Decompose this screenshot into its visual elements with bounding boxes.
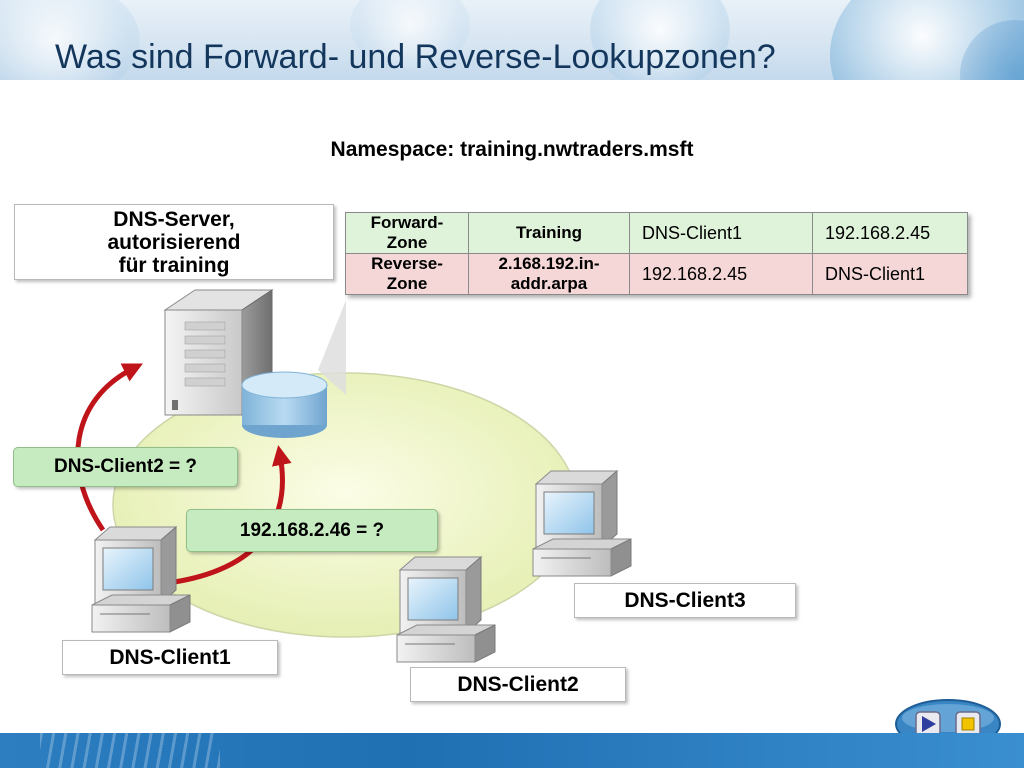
client3-computer-icon xyxy=(532,469,632,577)
record-name: DNS-Client1 xyxy=(629,212,813,254)
forward-query-arrow xyxy=(75,363,143,532)
header-banner: Was sind Forward- und Reverse-Lookupzone… xyxy=(0,0,1024,80)
forward-zone-label: Forward-Zone xyxy=(345,212,469,254)
forward-query-label: DNS-Client2 = ? xyxy=(13,447,238,487)
forward-zone-name: Training xyxy=(468,212,630,254)
decorative-ripple xyxy=(40,733,220,768)
reverse-zone-name: 2.168.192.in-addr.arpa xyxy=(468,253,630,295)
table-row: Forward-Zone Training DNS-Client1 192.16… xyxy=(345,212,968,254)
record-name: 192.168.2.45 xyxy=(629,253,813,295)
decorative-bubble xyxy=(0,0,140,80)
footer-bar xyxy=(0,733,1024,768)
table-row: Reverse-Zone 2.168.192.in-addr.arpa 192.… xyxy=(345,253,968,295)
namespace-label: Namespace: training.nwtraders.msft xyxy=(330,138,694,161)
client2-label: DNS-Client2 xyxy=(410,667,626,702)
record-value: 192.168.2.45 xyxy=(812,212,968,254)
decorative-bubble xyxy=(590,0,730,80)
server-label-line3: für training xyxy=(118,253,230,277)
decorative-bubble xyxy=(350,0,470,70)
client1-computer-icon xyxy=(91,525,191,633)
dns-server-label: DNS-Server, autorisierend für training xyxy=(14,204,334,280)
callout-wedge xyxy=(318,300,346,395)
database-icon xyxy=(241,371,328,438)
reverse-query-label: 192.168.2.46 = ? xyxy=(186,509,438,552)
client3-label: DNS-Client3 xyxy=(574,583,796,618)
client2-computer-icon xyxy=(396,555,496,663)
zone-table: Forward-Zone Training DNS-Client1 192.16… xyxy=(345,212,968,295)
play-icon[interactable] xyxy=(915,711,941,737)
record-value: DNS-Client1 xyxy=(812,253,968,295)
slide-title: Was sind Forward- und Reverse-Lookupzone… xyxy=(55,38,776,76)
client1-label: DNS-Client1 xyxy=(62,640,278,675)
server-label-line1: DNS-Server, xyxy=(113,207,235,231)
server-label-line2: autorisierend xyxy=(107,230,241,254)
reverse-zone-label: Reverse-Zone xyxy=(345,253,469,295)
